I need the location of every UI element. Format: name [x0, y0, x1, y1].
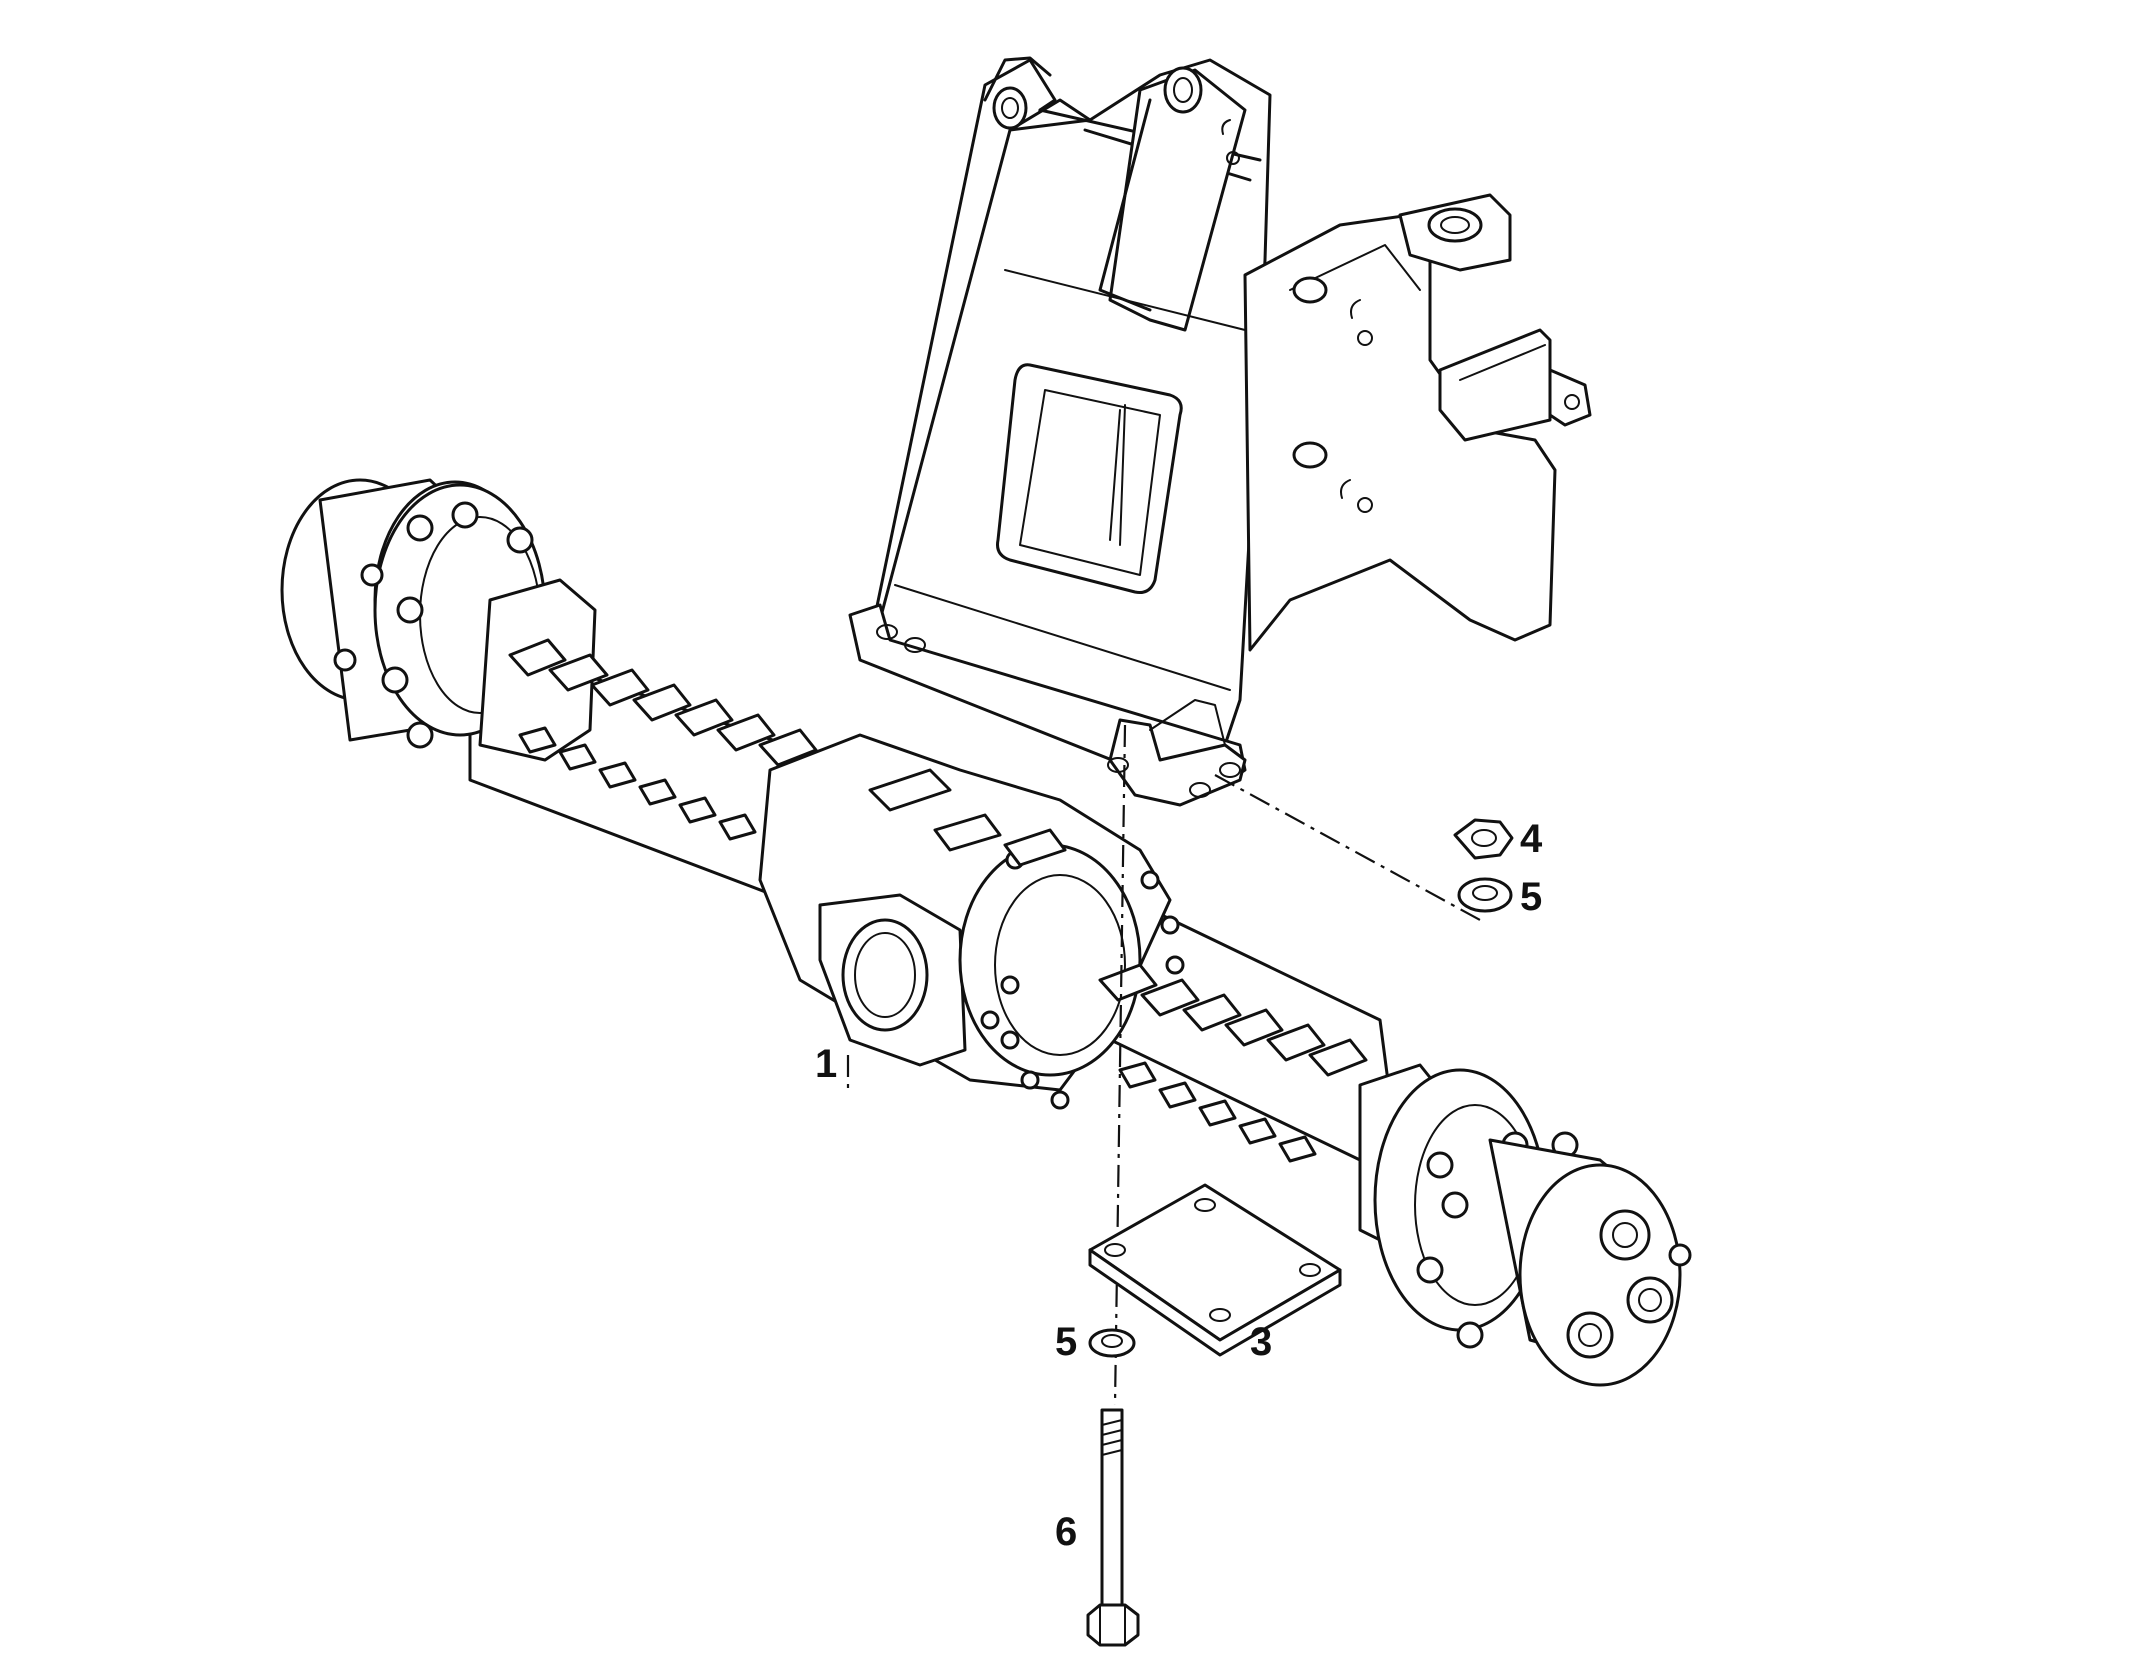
axle-support-bracket-icon — [848, 56, 1592, 807]
callout-6: 6 — [1055, 1510, 1077, 1554]
callout-3: 3 — [1250, 1320, 1272, 1364]
left-fins — [508, 638, 818, 841]
callout-4: 4 — [1520, 817, 1543, 861]
hex-bolt-icon — [1086, 1408, 1140, 1647]
mounting-plate-icon — [1088, 1183, 1342, 1357]
callout-5-bottom: 5 — [1055, 1320, 1077, 1364]
hex-nut-icon — [1453, 818, 1514, 860]
right-fins — [1098, 963, 1368, 1163]
callout-1: 1 — [815, 1042, 837, 1086]
flat-washer-icon — [1457, 877, 1513, 913]
left-hub-studs — [333, 501, 534, 749]
flat-washer-icon-bottom — [1088, 1328, 1136, 1358]
callout-labels: 1 3 4 5 5 6 — [815, 817, 1543, 1554]
assembly-center-lines — [846, 724, 1481, 1406]
callout-5-top: 5 — [1520, 875, 1542, 919]
axle-assembly-icon — [280, 478, 1692, 1387]
